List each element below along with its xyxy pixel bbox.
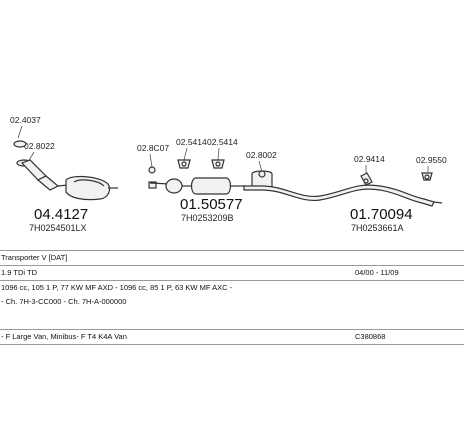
rear-pipe [243, 184, 443, 207]
clip-c-part [421, 172, 433, 181]
part-code-clip-b: 02.8022 [24, 141, 55, 151]
hanger-a-part [148, 166, 157, 189]
model-row: Transporter V [DAT] [0, 251, 464, 265]
reference-text: C380868 [355, 332, 386, 341]
main-part-number-b: 01.50577 [180, 196, 243, 213]
chassis-text: - Ch. 7H-3-CC000 - Ch. 7H-A-000000 [1, 297, 127, 306]
capacity-text: 1096 cc, 105 1 P, 77 KW MF AXD - 1096 cc… [1, 283, 233, 292]
front-pipe-catalyst [13, 140, 118, 201]
main-part-ref-c: 7H0253661A [351, 223, 404, 233]
middle-silencer [149, 177, 246, 195]
exhaust-diagram: 02.4037 02.8022 02.8C07 02.5414 02.5414 … [10, 115, 447, 233]
vehicle-info-table: Transporter V [DAT] 1.9 TDi TD 04/00 - 1… [0, 250, 464, 345]
chassis-row: - Ch. 7H-3-CC000 - Ch. 7H-A-000000 [0, 295, 464, 309]
part-code-hanger-c: 02.5414 [207, 137, 238, 147]
part-code-hanger-a: 02.8C07 [137, 143, 169, 153]
main-part-ref-b: 7H0253209B [181, 213, 234, 223]
hanger-b-part [177, 159, 191, 169]
capacity-row: 1096 cc, 105 1 P, 77 KW MF AXD - 1096 cc… [0, 281, 464, 295]
clamp-part [251, 170, 273, 189]
body-text: - F Large Van, Minibus- F T4 K4A Van [1, 332, 127, 341]
body-row: - F Large Van, Minibus- F T4 K4A Van C38… [0, 330, 464, 344]
part-code-clip-a: 02.4037 [10, 115, 41, 125]
part-code-clamp: 02.8002 [246, 150, 277, 160]
hanger-d-part [360, 172, 373, 186]
part-code-hanger-b: 02.5414 [176, 137, 207, 147]
main-part-number-a: 04.4127 [34, 206, 88, 223]
model-text: Transporter V [DAT] [1, 253, 68, 262]
years-text: 04/00 - 11/09 [355, 268, 399, 277]
part-code-hanger-d: 02.9414 [354, 154, 385, 164]
hanger-c-part [211, 159, 225, 169]
main-part-number-c: 01.70094 [350, 206, 413, 223]
part-code-clip-c: 02.9550 [416, 155, 447, 165]
engine-text: 1.9 TDi TD [1, 268, 37, 277]
engine-row: 1.9 TDi TD 04/00 - 11/09 [0, 266, 464, 280]
main-part-ref-a: 7H0254501LX [29, 223, 87, 233]
